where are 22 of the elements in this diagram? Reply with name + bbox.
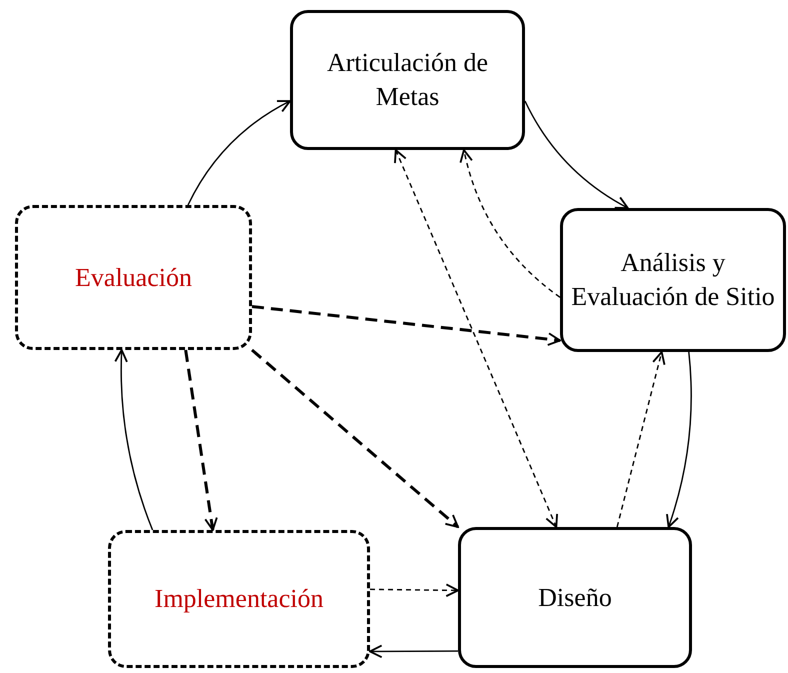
box-label: Implementación <box>154 583 324 616</box>
process-box <box>290 10 525 150</box>
arrow <box>394 149 558 528</box>
process-box <box>108 530 370 668</box>
arrow <box>251 348 459 528</box>
arrow <box>460 149 560 298</box>
arrow <box>184 350 218 531</box>
arrow <box>369 644 458 658</box>
arrow <box>114 349 154 530</box>
box-label: Diseño <box>538 582 612 614</box>
box-label: Articulación de Metas <box>326 47 489 113</box>
process-box <box>458 527 692 668</box>
box-label: Análisis y Evaluación de Sitio <box>571 247 775 313</box>
arrow <box>524 100 629 209</box>
arrow <box>616 351 666 528</box>
process-box <box>560 208 786 352</box>
box-label: Evaluación <box>75 262 192 294</box>
arrow <box>187 100 291 206</box>
process-box <box>15 205 252 350</box>
arrow <box>370 584 459 598</box>
arrow <box>252 305 561 346</box>
arrow <box>666 352 692 528</box>
